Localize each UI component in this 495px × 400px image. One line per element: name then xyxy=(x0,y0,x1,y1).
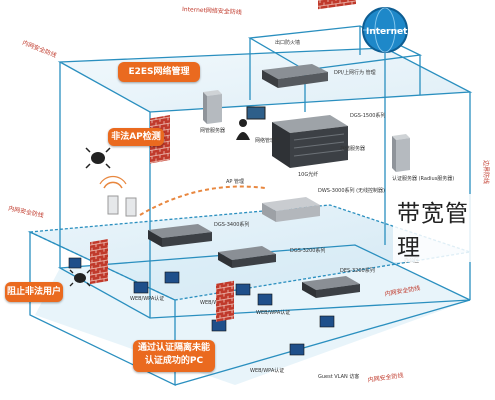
isolate-callout: 通过认证隔离未能 认证成功的PC xyxy=(133,340,215,372)
core-switch-label: DGS-1500系列 xyxy=(350,112,385,119)
zone-label-left-mid: 内网安全防线 xyxy=(8,204,45,219)
access-switch-left-icon xyxy=(148,224,212,247)
auth-server-label: 认证服务器 (Radius服务器) xyxy=(392,175,454,182)
auth-server-icon xyxy=(392,134,410,172)
management-server-label: 网管服务器 xyxy=(200,127,225,134)
storage-label: 存储服务器 xyxy=(340,145,365,152)
access-switch-left-label: DGS-3200系列 xyxy=(290,247,325,254)
pc-label-1: WEB/WPA认证 xyxy=(130,295,164,302)
top-router-label: DPI/上网行为 管理 xyxy=(334,69,376,76)
rogue-ap-callout: 非法AP检测 xyxy=(108,128,164,146)
admin-label: 网络管理员 xyxy=(255,137,280,144)
top-firewall-label: 出口防火墙 xyxy=(275,39,300,46)
internet-globe-icon xyxy=(362,7,408,53)
management-server-icon xyxy=(203,90,222,124)
zone-label-internet: Internet网络安全防线 xyxy=(182,5,242,16)
ap-device-icon xyxy=(99,175,137,217)
admin-workstation-icon xyxy=(236,106,266,140)
bandwidth-management-caption: 带宽管理 xyxy=(393,194,495,262)
wireless-controller-icon xyxy=(262,197,320,222)
uplink-label: 10G光纤 xyxy=(298,171,318,178)
e2es-callout: E2ES网络管理 xyxy=(118,62,200,82)
block-illegal-callout: 阻止非法用户 xyxy=(5,282,63,302)
internet-label: Internet xyxy=(366,27,408,37)
access-switch-mid-icon xyxy=(218,246,276,268)
ap-link-label: AP 管理 xyxy=(226,178,244,185)
pc-group xyxy=(68,257,335,356)
left-bug-icon xyxy=(69,269,91,287)
access-switch-right-icon xyxy=(302,276,360,298)
top-firewall-icon xyxy=(318,0,356,10)
wireless-controller-label: DWS-3000系列 (无线控制器) xyxy=(318,187,385,194)
left-firewall-icon xyxy=(90,238,108,285)
pc-label-4: WEB/WPA认证 xyxy=(250,367,284,374)
ap-management-link xyxy=(139,185,266,216)
mid-switch-label: DGS-3400系列 xyxy=(214,221,249,228)
top-router-icon xyxy=(262,64,328,88)
zone-label-left-top: 内网安全防线 xyxy=(21,38,57,59)
core-switch-icon xyxy=(272,115,348,168)
bottom-firewall-icon xyxy=(216,280,234,322)
rogue-ap-bug-icon xyxy=(85,147,111,169)
pc-label-3: WEB/WPA认证 xyxy=(256,309,290,316)
zone-label-bottom-right: 内网安全防线 xyxy=(367,371,404,384)
zone-label-right-edge: 边界防线 xyxy=(482,160,490,184)
access-switch-right-label: DES-3200系列 xyxy=(340,267,375,274)
guest-vlan-label: Guest VLAN 访客 xyxy=(318,373,359,380)
